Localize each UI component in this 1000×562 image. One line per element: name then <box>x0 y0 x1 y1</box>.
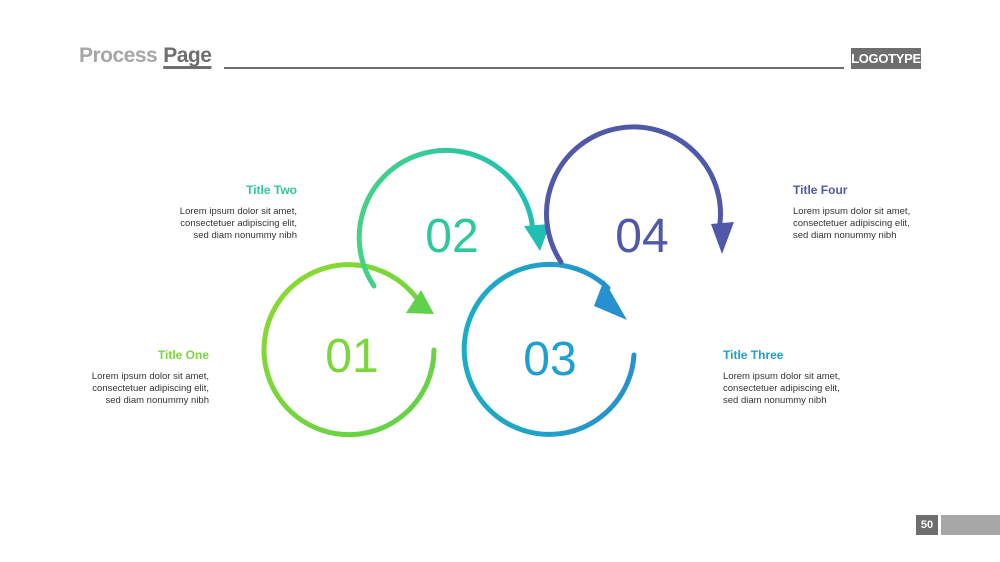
page-title: Process Page <box>79 44 212 68</box>
step-text-line: consectetuer adipiscing elit, <box>723 383 840 394</box>
step-text-line: Lorem ipsum dolor sit amet, <box>91 371 209 382</box>
arrow-04-icon <box>711 222 734 254</box>
step-text-line: Lorem ipsum dolor sit amet, <box>723 371 841 382</box>
step-text-line: Lorem ipsum dolor sit amet, <box>793 206 911 217</box>
step-text-line: sed diam nonummy nibh <box>105 395 210 406</box>
arrow-03-icon <box>594 280 627 320</box>
step-text-line: consectetuer adipiscing elit, <box>180 218 297 229</box>
ring-03 <box>461 261 637 437</box>
arrow-02-icon <box>524 224 550 251</box>
logo: LOGOTYPE <box>851 48 921 69</box>
step-title-one: Title One <box>157 348 209 362</box>
arrow-01-icon <box>406 290 434 314</box>
page-title-light: Process <box>79 44 158 67</box>
step-number-01: 01 <box>325 330 378 383</box>
step-text-line: sed diam nonummy nibh <box>193 230 298 241</box>
header-divider <box>224 67 844 69</box>
footer-bar <box>941 515 1000 535</box>
page-title-dark: Page <box>163 44 212 67</box>
step-text-line: sed diam nonummy nibh <box>793 230 897 241</box>
ring-04 <box>544 124 734 265</box>
step-number-04: 04 <box>615 210 668 263</box>
step-title-three: Title Three <box>723 348 784 362</box>
step-title-four: Title Four <box>793 183 848 197</box>
step-text-line: sed diam nonummy nibh <box>723 395 827 406</box>
step-number-03: 03 <box>523 333 576 386</box>
step-text-line: Lorem ipsum dolor sit amet, <box>179 206 297 217</box>
step-block-one: Title One Lorem ipsum dolor sit amet, co… <box>59 349 209 407</box>
ring-01 <box>261 262 437 438</box>
step-block-four: Title Four Lorem ipsum dolor sit amet, c… <box>793 184 943 242</box>
page-number: 50 <box>916 515 938 535</box>
step-block-two: Title Two Lorem ipsum dolor sit amet, co… <box>147 184 297 242</box>
step-title-two: Title Two <box>246 183 297 197</box>
step-text-line: consectetuer adipiscing elit, <box>92 383 209 394</box>
step-text-line: consectetuer adipiscing elit, <box>793 218 910 229</box>
ring-02 <box>356 147 550 289</box>
step-number-02: 02 <box>425 210 478 263</box>
step-block-three: Title Three Lorem ipsum dolor sit amet, … <box>723 349 873 407</box>
